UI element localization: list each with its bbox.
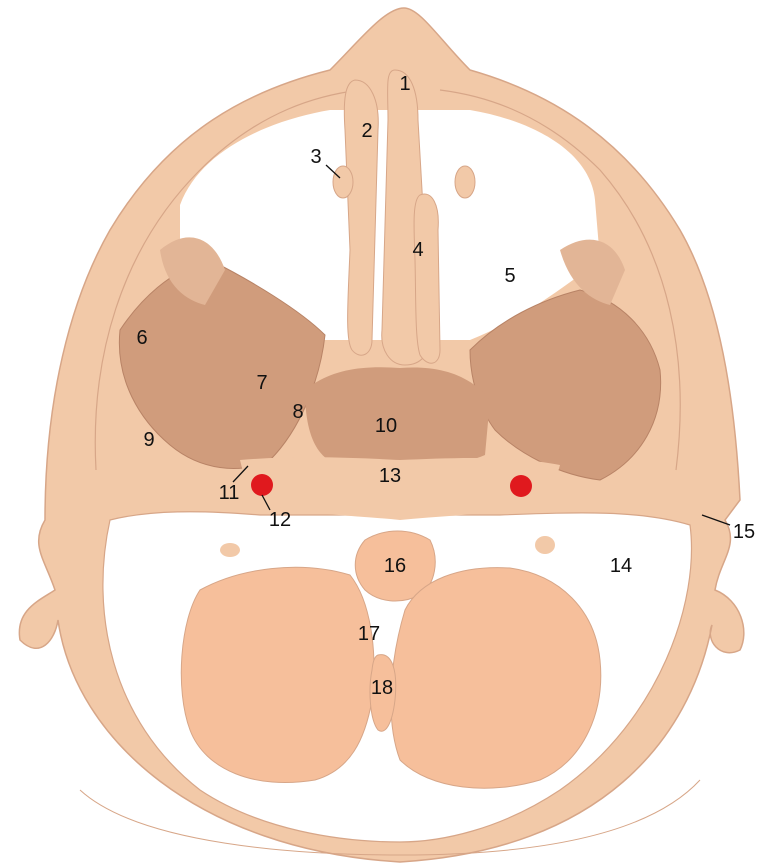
label-13: 13: [379, 465, 401, 487]
cerebellum-right: [391, 568, 601, 789]
label-4: 4: [412, 239, 423, 261]
nasolacrimal-right: [455, 166, 475, 198]
label-3: 3: [310, 146, 321, 168]
artery-right: [510, 475, 532, 497]
label-1: 1: [399, 73, 410, 95]
bone-nodule-right: [535, 536, 555, 554]
label-7: 7: [256, 372, 267, 394]
label-10: 10: [375, 415, 397, 437]
label-12: 12: [269, 509, 291, 531]
label-11: 11: [219, 482, 240, 504]
label-8: 8: [292, 401, 303, 423]
posterior-bone: [305, 367, 490, 468]
label-2: 2: [361, 120, 372, 142]
artery-left: [251, 474, 273, 496]
label-5: 5: [504, 265, 515, 287]
turbinate-right: [414, 194, 440, 363]
nasolacrimal-left: [333, 166, 353, 198]
cerebellum-left: [181, 567, 374, 782]
label-16: 16: [384, 555, 406, 577]
bone-nodule-left: [220, 543, 240, 557]
label-15: 15: [733, 521, 755, 543]
label-14: 14: [610, 555, 632, 577]
label-18: 18: [371, 677, 393, 699]
label-17: 17: [358, 623, 380, 645]
label-9: 9: [143, 429, 154, 451]
label-6: 6: [136, 327, 147, 349]
